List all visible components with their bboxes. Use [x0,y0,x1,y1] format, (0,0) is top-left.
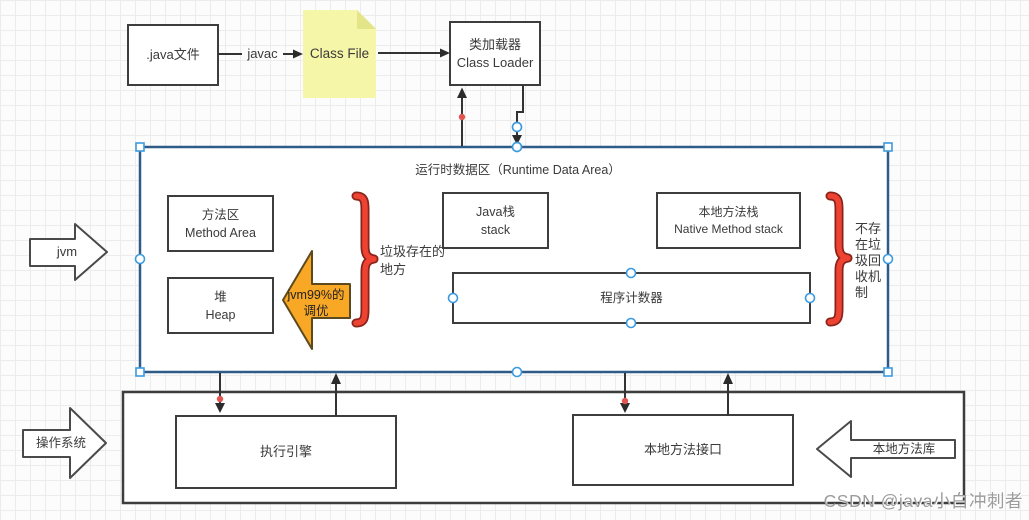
method-area-box[interactable] [167,195,274,252]
loader-down-connector[interactable] [511,85,524,153]
class-loader-box[interactable] [449,21,541,86]
javac-connector[interactable] [218,49,303,59]
jvm-arrow-shape[interactable] [29,223,108,281]
engine-down-connector[interactable] [215,373,225,413]
native-interface-box[interactable] [572,414,794,486]
connection-dot [621,397,629,405]
resize-handle[interactable] [883,142,893,152]
java-stack-box[interactable] [442,192,549,249]
os-arrow-shape[interactable] [22,407,107,479]
pc-register-box[interactable] [452,272,811,324]
connection-dot [216,395,224,403]
pc-register-handles[interactable] [447,267,816,329]
classfile-to-loader-connector[interactable] [378,48,450,58]
runtime-selection-handles[interactable] [134,142,894,378]
no-gc-brace-right[interactable] [825,191,853,327]
edge-handle[interactable] [134,253,146,265]
edge-handle[interactable] [625,267,637,279]
connection-dot [458,113,466,121]
resize-handle[interactable] [135,367,145,377]
runtime-data-area-container[interactable] [138,145,890,374]
edge-handle[interactable] [882,253,894,265]
engine-up-connector[interactable] [331,373,341,416]
edge-handle[interactable] [804,292,816,304]
endpoint-handle[interactable] [511,121,523,133]
native-method-stack-box[interactable] [656,192,801,249]
class-file-note[interactable] [303,10,376,98]
java-file-box[interactable] [127,24,219,86]
edge-handle[interactable] [511,366,523,378]
resize-handle[interactable] [135,142,145,152]
edge-handle[interactable] [447,292,459,304]
loader-up-connector[interactable] [457,87,467,147]
heap-box[interactable] [167,277,274,334]
tuning-arrow-shape[interactable] [282,250,351,350]
gc-brace-left[interactable] [351,191,379,328]
edge-handle[interactable] [625,317,637,329]
resize-handle[interactable] [883,367,893,377]
native-down-connector[interactable] [620,373,630,413]
endpoint-handle[interactable] [511,141,523,153]
native-library-arrow-shape[interactable] [816,420,956,478]
execution-engine-box[interactable] [175,415,397,489]
native-up-connector[interactable] [723,373,733,416]
